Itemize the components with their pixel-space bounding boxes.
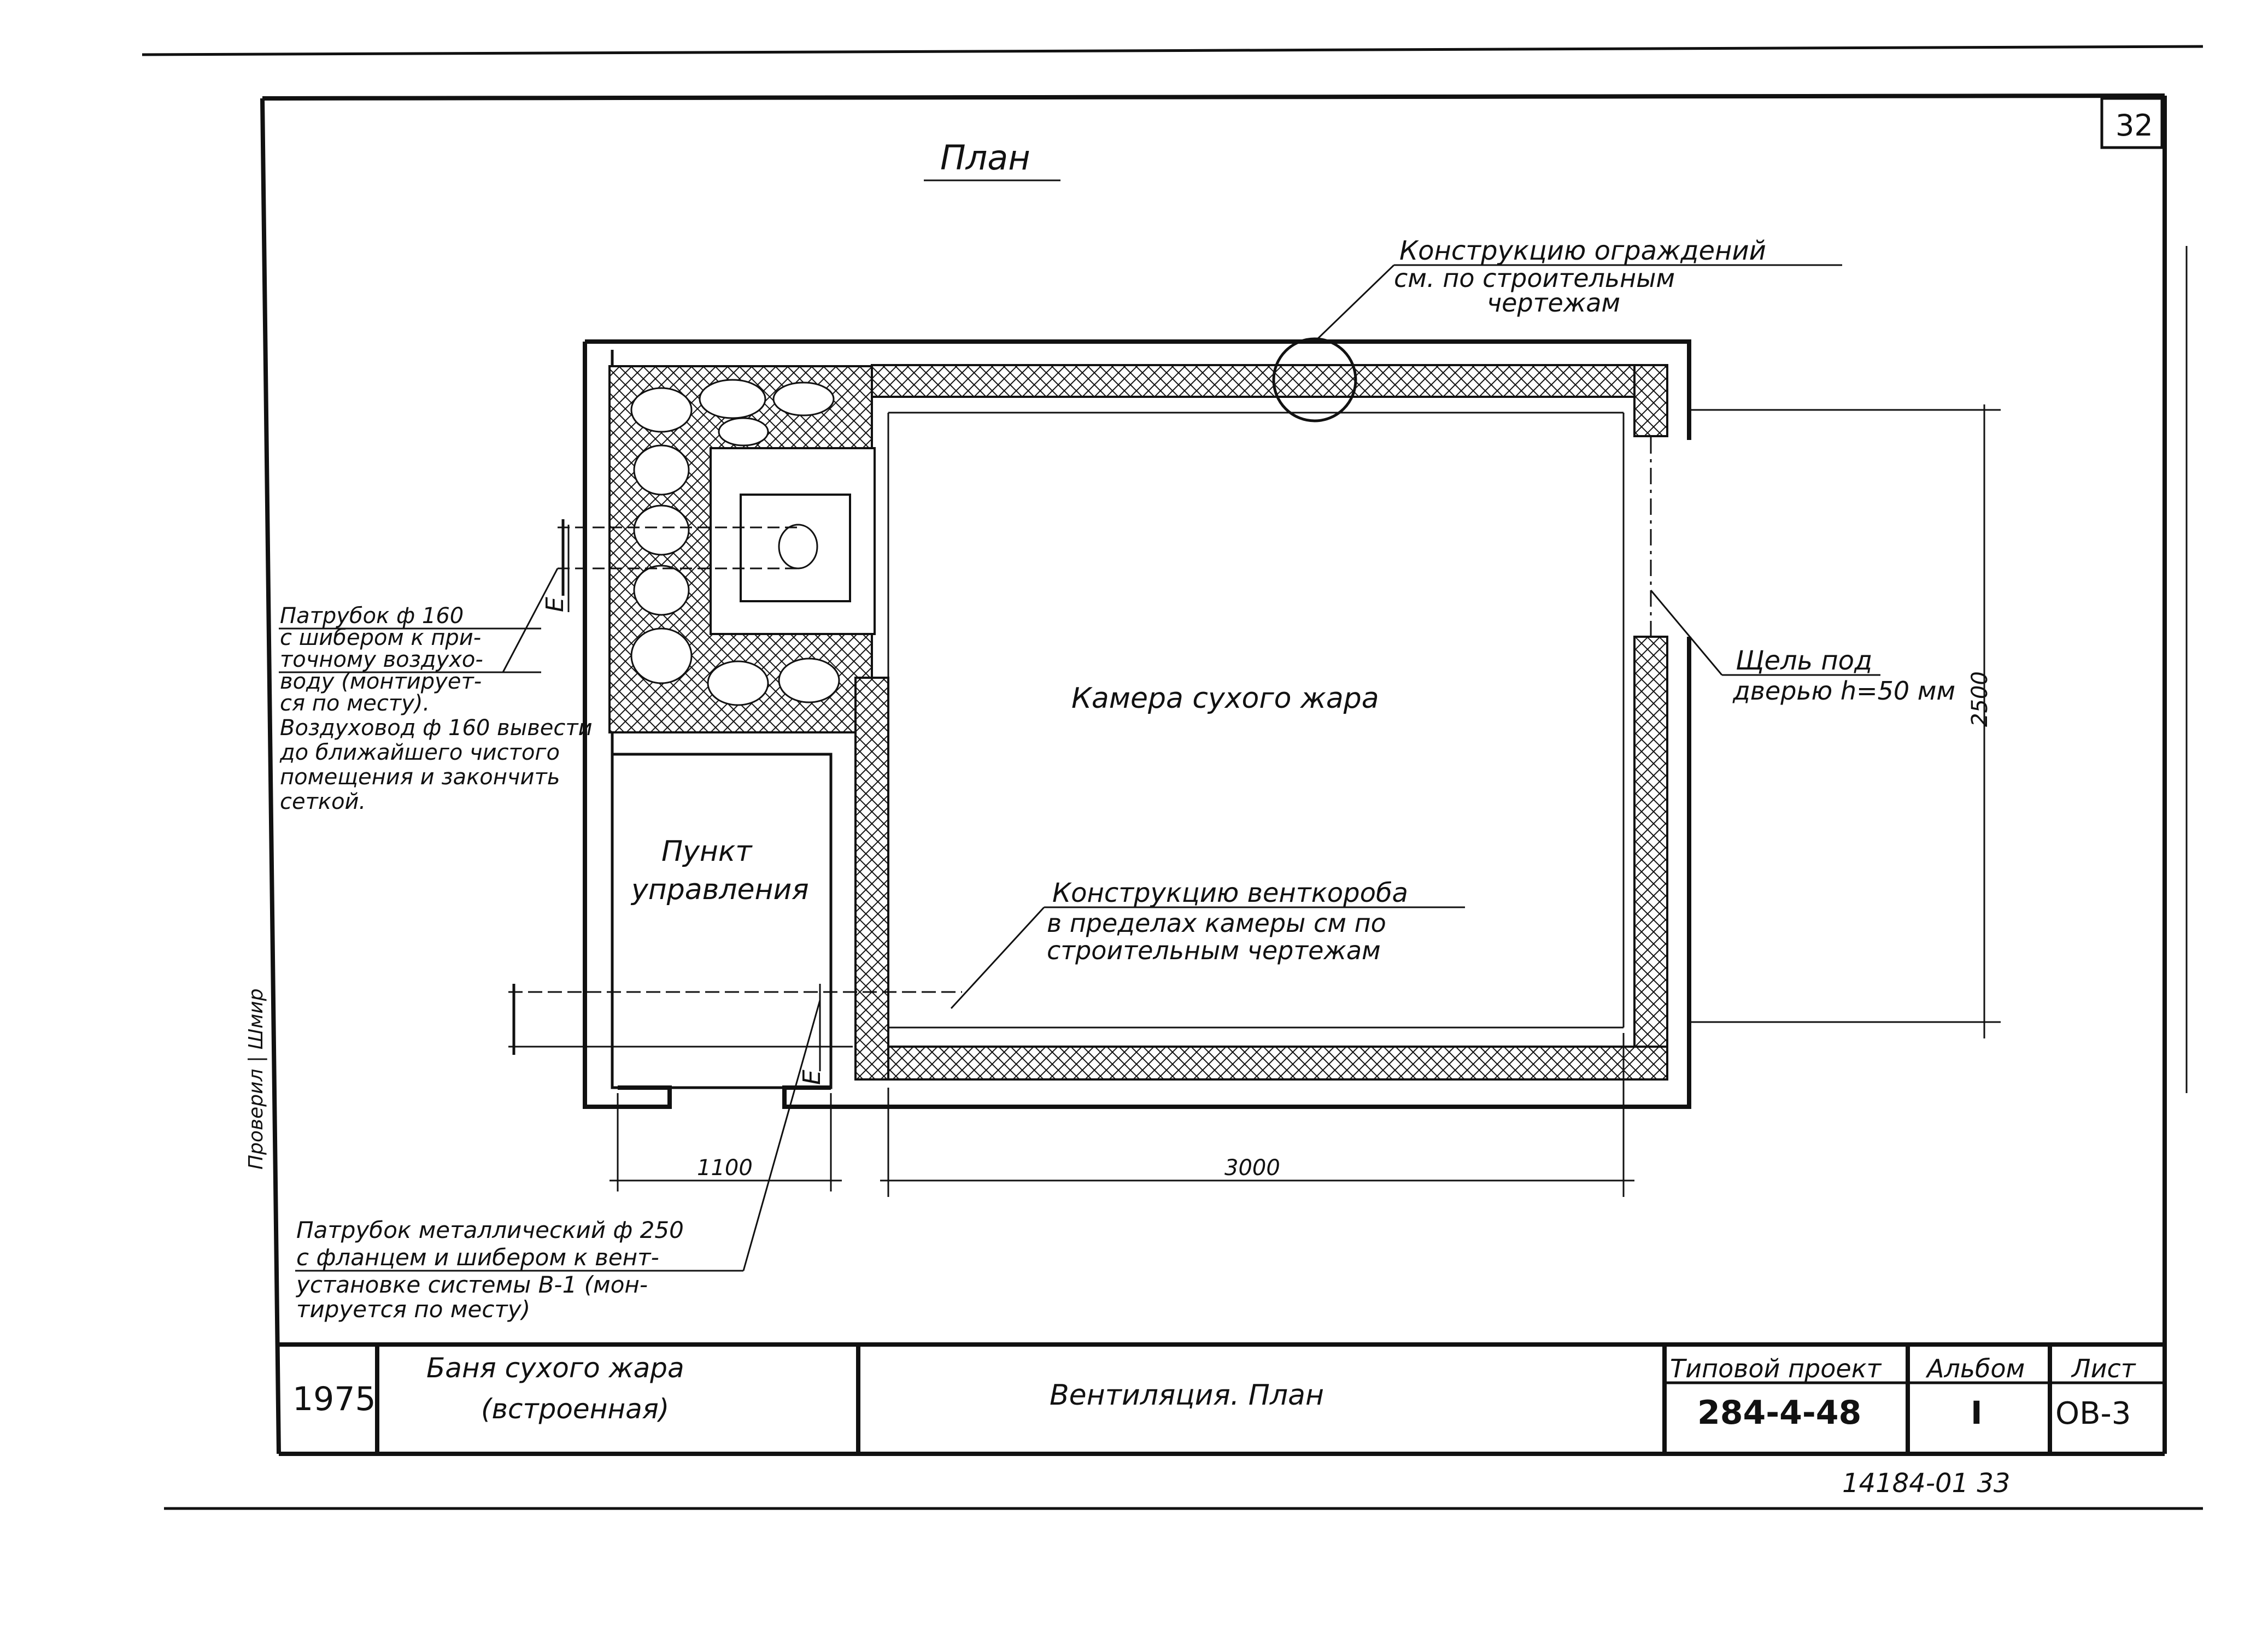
inlet-duct bbox=[558, 519, 798, 612]
enclosure-insulation bbox=[854, 364, 1668, 1081]
inlet-pipe-note-5: ся по месту). bbox=[280, 691, 430, 716]
metal-pipe-note-1: Патрубок металлический ф 250 bbox=[296, 1217, 684, 1243]
object-name-2: (встроенная) bbox=[481, 1393, 669, 1425]
side-stamp: Проверил | Шмир bbox=[245, 989, 267, 1170]
album-value: I bbox=[1971, 1394, 1983, 1431]
duct-note-4: сеткой. bbox=[280, 789, 366, 814]
dimension-3000: 3000 bbox=[880, 1033, 1634, 1197]
inlet-pipe-note-1: Патрубок ф 160 bbox=[280, 603, 464, 629]
duct-mark-bottom: Е bbox=[798, 1070, 826, 1085]
metal-pipe-note-3: установке системы В-1 (мон- bbox=[295, 1271, 648, 1298]
dimension-2500-label: 2500 bbox=[1967, 671, 1992, 727]
stone-heater bbox=[608, 365, 876, 733]
metal-pipe-note-4: тируется по месту) bbox=[296, 1296, 530, 1323]
year: 1975 bbox=[292, 1380, 376, 1418]
duct-note: Воздуховод ф 160 вывести до ближайшего ч… bbox=[279, 715, 593, 814]
duct-note-2: до ближайшего чистого bbox=[279, 740, 560, 765]
vent-box-note-1: Конструкцию венткороба bbox=[1052, 878, 1408, 908]
enclosure-note: Конструкцию ограждений см. по строительн… bbox=[1314, 236, 1842, 343]
dimension-1100: 1100 bbox=[610, 1093, 842, 1191]
enclosure-note-3: чертежам bbox=[1487, 288, 1620, 318]
door-gap-note-1: Щель под bbox=[1736, 645, 1872, 676]
title-block: 1975 Баня сухого жара (встроенная) Венти… bbox=[279, 1342, 2165, 1454]
sheet-label: Лист bbox=[2071, 1354, 2136, 1383]
detail-circle bbox=[1272, 337, 1357, 422]
album-label: Альбом bbox=[1925, 1354, 2025, 1383]
project-number: 284-4-48 bbox=[1697, 1394, 1861, 1432]
door-gap-note: Щель под дверью h=50 мм bbox=[1650, 590, 1955, 706]
duct-mark-top: Е bbox=[541, 597, 569, 612]
room-label: Камера сухого жара bbox=[1071, 682, 1379, 715]
plan-title: План bbox=[940, 138, 1030, 178]
vent-box-note-2: в пределах камеры см по bbox=[1047, 908, 1386, 938]
metal-pipe-note: Патрубок металлический ф 250 с фланцем и… bbox=[295, 1000, 821, 1323]
duct-note-3: помещения и закончить bbox=[280, 765, 560, 790]
dimension-1100-label: 1100 bbox=[697, 1155, 753, 1181]
project-label: Типовой проект bbox=[1670, 1354, 1882, 1383]
plan-title-group: План bbox=[924, 138, 1060, 181]
inlet-pipe-note-2: с шибером к при- bbox=[280, 625, 481, 650]
dimension-2500: 2500 bbox=[1689, 404, 2001, 1038]
heater-stones bbox=[630, 379, 840, 706]
vent-box-note-3: строительным чертежам bbox=[1047, 936, 1381, 965]
inlet-pipe-note-3: точному воздухо- bbox=[280, 647, 483, 672]
sheet-number: 32 bbox=[2115, 108, 2153, 143]
vent-box-note: Конструкцию венткороба в пределах камеры… bbox=[950, 878, 1465, 1009]
inlet-pipe-note-4: воду (монтирует- bbox=[280, 669, 482, 694]
enclosure-note-1: Конструкцию ограждений bbox=[1399, 236, 1766, 266]
enclosure-note-2: см. по строительным bbox=[1394, 263, 1675, 293]
page-border bbox=[142, 45, 2203, 1510]
inlet-pipe-note: Патрубок ф 160 с шибером к при- точному … bbox=[279, 568, 559, 716]
control-room-label-1: Пункт bbox=[661, 835, 753, 868]
drawing-name: Вентиляция. План bbox=[1050, 1379, 1324, 1412]
exhaust-duct bbox=[508, 984, 962, 1071]
control-room bbox=[611, 753, 833, 1089]
sheet-value: ОВ-3 bbox=[2055, 1396, 2131, 1431]
archive-number: 14184-01 33 bbox=[1842, 1468, 2010, 1499]
sheet-number-box: 32 bbox=[2100, 97, 2164, 149]
object-name-1: Баня сухого жара bbox=[426, 1352, 684, 1384]
control-room-label-2: управления bbox=[630, 873, 809, 906]
dimension-3000-label: 3000 bbox=[1224, 1155, 1280, 1181]
metal-pipe-note-2: с фланцем и шибером к вент- bbox=[296, 1244, 659, 1271]
duct-note-1: Воздуховод ф 160 вывести bbox=[280, 715, 593, 741]
door-gap-note-2: дверью h=50 мм bbox=[1732, 676, 1955, 706]
